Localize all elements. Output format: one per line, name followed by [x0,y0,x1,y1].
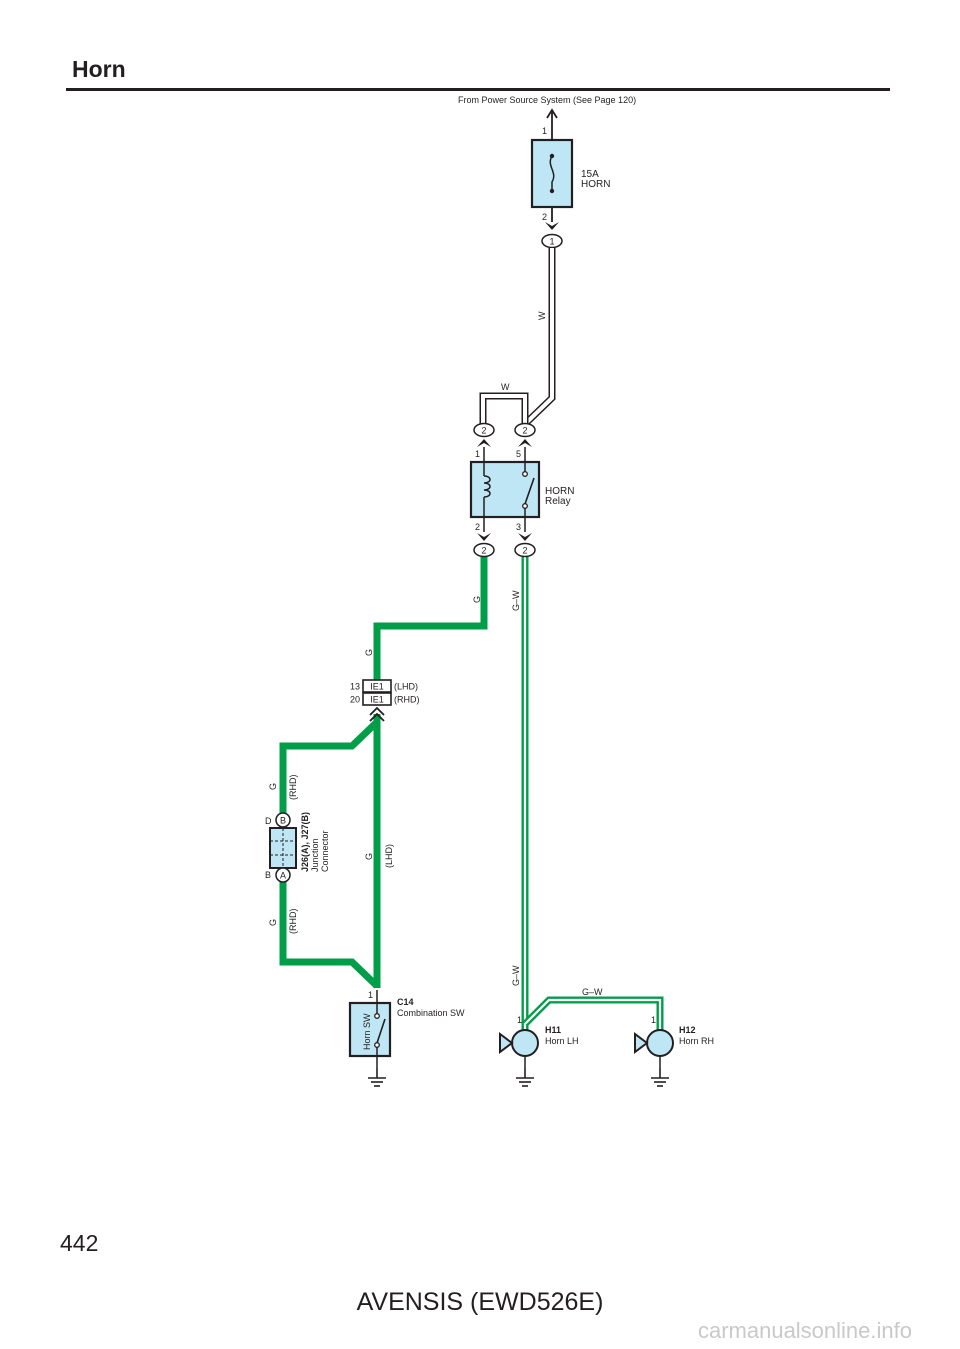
wire-label-g-w: G–W [511,965,521,986]
horn-lh [499,1029,539,1068]
relay-connector-top-left: 2 [473,422,495,438]
relay-pin-arrow-icon [518,533,532,541]
svg-text:IE1: IE1 [370,695,384,705]
relay-pin-5: 5 [516,449,521,459]
watermark: carmanualsonline.info [697,1318,912,1343]
horn-rh-name: Horn RH [679,1036,714,1046]
fuse-pin-out: 2 [542,212,547,222]
combination-switch [348,990,392,1068]
wire-label-g: G [364,853,374,860]
combination-sw-name: Combination SW [397,1008,465,1018]
title-rule [66,88,890,91]
ie1-rhd-label: (RHD) [394,695,420,705]
wire-g-w [521,556,664,1030]
combination-sw-pin: 1 [368,990,373,1000]
fuse-15a-horn [530,138,574,209]
wire-label-w-vertical: W [537,311,547,320]
relay-pin-1: 1 [475,449,480,459]
wire-w [479,248,556,427]
power-arrow-icon [546,108,558,140]
ie1-pin-lhd: 13 [350,682,360,692]
ie1-chevron-icon [369,706,385,722]
horn-lh-code: H11 [545,1025,561,1035]
ie1-connector: IE1 IE1 [362,679,392,706]
svg-text:2: 2 [522,546,527,556]
wire-label-rhd: (RHD) [288,909,298,935]
wire-label-lhd: (LHD) [384,844,394,868]
wire-label-g: G [364,649,374,656]
ground-icon [650,1067,670,1087]
svg-text:B: B [280,816,286,826]
junction-label: J26(A), J27(B) [300,812,310,872]
relay-pin-arrow-icon [518,439,532,447]
wire-label-g-w: G–W [511,590,521,611]
junction-conn-b-badge: B [275,812,291,828]
ground-icon [515,1067,535,1087]
relay-connector-bottom-right: 2 [514,542,536,558]
ie1-lhd-label: (LHD) [394,682,418,692]
wire-label-rhd: (RHD) [288,775,298,801]
fuse-name: HORN [581,179,610,190]
relay-type: Relay [545,496,571,507]
wire-label-g: G [472,596,482,603]
wire-label-w-horizontal: W [501,382,510,392]
junction-conn-a-badge: A [275,867,291,883]
relay-pin-2: 2 [475,522,480,532]
page-title: Horn [72,56,126,82]
wire-label-g-w-horizontal: G–W [582,987,603,997]
junction-desc-2: Connector [320,830,330,872]
horn-lh-name: Horn LH [545,1036,579,1046]
power-source-label: From Power Source System (See Page 120) [458,95,636,105]
relay-pin-arrow-icon [477,439,491,447]
ie1-pin-rhd: 20 [350,695,360,705]
svg-text:1: 1 [549,237,554,247]
ground-icon [367,1067,387,1087]
horn-rh-pin: 1 [651,1015,656,1025]
horn-rh-code: H12 [679,1025,696,1035]
svg-text:IE1: IE1 [370,682,384,692]
wire-label-g: G [268,783,278,790]
junction-pin-b: B [265,870,271,880]
combination-sw-code: C14 [397,997,414,1007]
junction-desc-1: Junction [310,838,320,872]
relay-connector-bottom-left: 2 [473,542,495,558]
connector-arrow-icon [545,222,559,230]
junction-pin-d: D [265,816,272,826]
horn-lh-pin: 1 [517,1015,522,1025]
relay-connector-top-right: 2 [514,422,536,438]
fuse-pin-in: 1 [542,126,547,136]
svg-text:2: 2 [481,426,486,436]
combination-sw-inner: Horn SW [362,1013,372,1050]
page-number: 442 [60,1230,99,1256]
horn-relay [469,447,541,532]
document-footer: AVENSIS (EWD526E) [356,1288,604,1316]
relay-pin-arrow-icon [477,533,491,541]
relay-name: HORN [545,486,574,497]
wire-g [279,556,488,989]
horn-rh [634,1029,674,1068]
svg-text:A: A [280,871,286,881]
connector-1-badge: 1 [541,233,563,249]
svg-text:2: 2 [522,426,527,436]
junction-connector [269,827,297,869]
svg-text:2: 2 [481,546,486,556]
wire-label-g: G [268,919,278,926]
fuse-rating: 15A [581,169,599,180]
relay-pin-3: 3 [516,522,521,532]
